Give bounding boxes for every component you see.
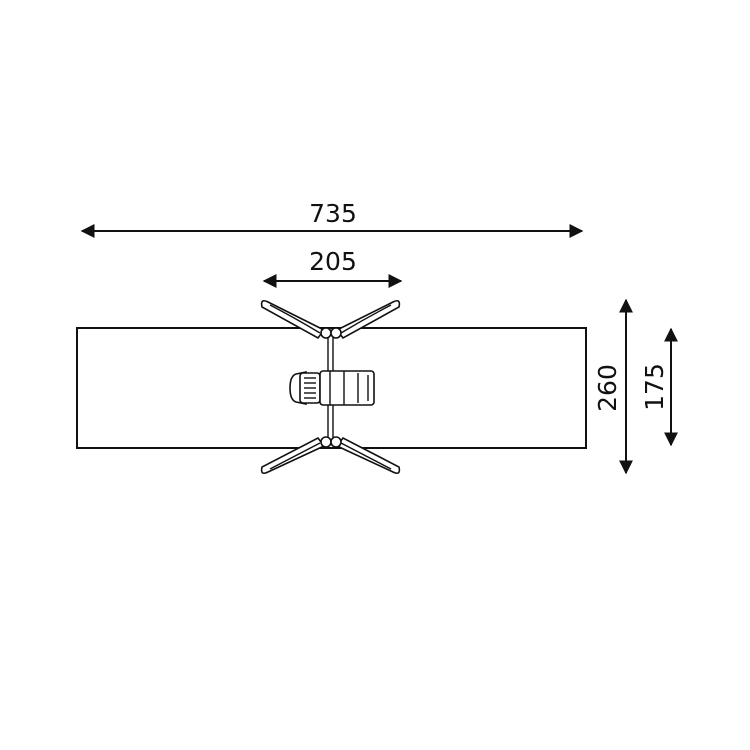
upper-right-handle	[335, 300, 401, 340]
lower-left-pivot	[320, 436, 332, 448]
overall-length-label: 735	[309, 199, 357, 228]
dimension-overall-length: 735	[80, 199, 584, 238]
base-plate	[76, 327, 587, 449]
lower-left-handle	[260, 436, 326, 474]
upper-handles	[260, 300, 401, 340]
dimension-handle-span: 205	[262, 247, 403, 288]
upper-left-handle	[260, 300, 326, 340]
dimension-overall-width: 260	[593, 298, 633, 475]
lower-handles	[260, 436, 401, 474]
dimension-base-width: 175	[640, 327, 678, 447]
lower-right-handle	[335, 436, 401, 474]
seat-body	[319, 370, 375, 406]
lower-right-pivot	[330, 436, 342, 448]
upper-right-pivot	[330, 327, 342, 339]
seat-assembly	[289, 370, 375, 406]
handle-span-label: 205	[309, 247, 357, 276]
upper-left-pivot	[320, 327, 332, 339]
base-width-label: 175	[640, 363, 669, 411]
overall-width-label: 260	[593, 364, 622, 412]
